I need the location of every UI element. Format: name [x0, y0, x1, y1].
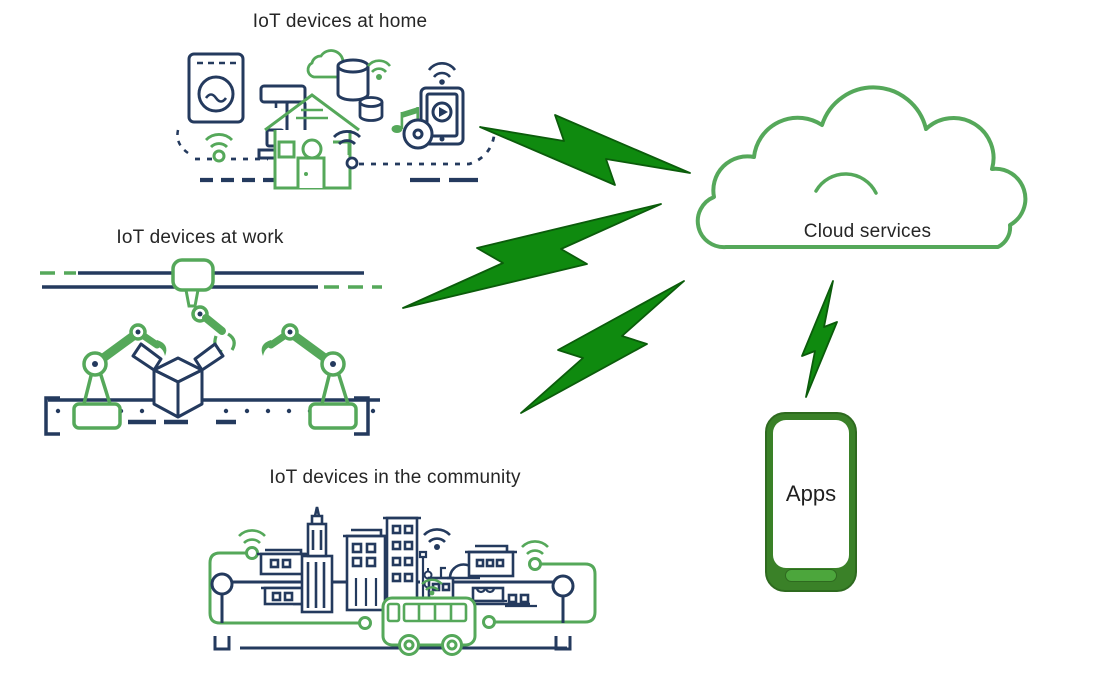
wifi-icon	[366, 59, 392, 80]
smartphone: Apps	[765, 412, 857, 592]
wifi-icon	[204, 133, 234, 163]
open-box-icon	[131, 342, 225, 419]
lightning-bolt-apps-to-cloud-icon	[801, 280, 838, 398]
home-group-label: IoT devices at home	[252, 11, 428, 32]
wifi-icon	[427, 62, 457, 85]
smart-speaker-icon	[336, 58, 370, 102]
connected-network-loop-icon	[208, 529, 597, 630]
small-speaker-icon	[358, 96, 384, 122]
robot-arm-right-icon	[261, 323, 358, 430]
lightning-bolt-community-to-cloud-icon	[520, 280, 685, 414]
home-iot-illustration	[176, 49, 496, 190]
cloud-services-label: Cloud services	[803, 221, 932, 242]
apps-label: Apps	[785, 481, 837, 506]
lightning-bolt-work-to-cloud-icon	[402, 203, 662, 309]
work-group-label: IoT devices at work	[116, 227, 284, 248]
street-lamp-icon	[210, 572, 575, 651]
lightning-bolt-home-to-cloud-icon	[479, 114, 691, 186]
cloud-outline-icon	[695, 85, 1028, 250]
washing-machine-icon	[187, 52, 245, 124]
smart-bus-icon	[381, 578, 477, 656]
city-skyline-icon	[257, 506, 537, 614]
cloud-services-shape	[695, 85, 1028, 250]
community-iot-illustration	[208, 506, 597, 656]
phone-home-button-icon	[785, 569, 837, 582]
wifi-icon	[423, 528, 451, 550]
robot-arm-left-icon	[72, 323, 167, 430]
smart-home-house-icon	[264, 93, 360, 190]
work-iot-illustration	[40, 258, 382, 436]
wifi-icon	[332, 130, 362, 170]
record-disc-icon	[402, 118, 434, 150]
smartphone-screen: Apps	[773, 420, 849, 568]
gantry-robot-icon	[171, 258, 236, 354]
community-group-label: IoT devices in the community	[269, 467, 521, 488]
